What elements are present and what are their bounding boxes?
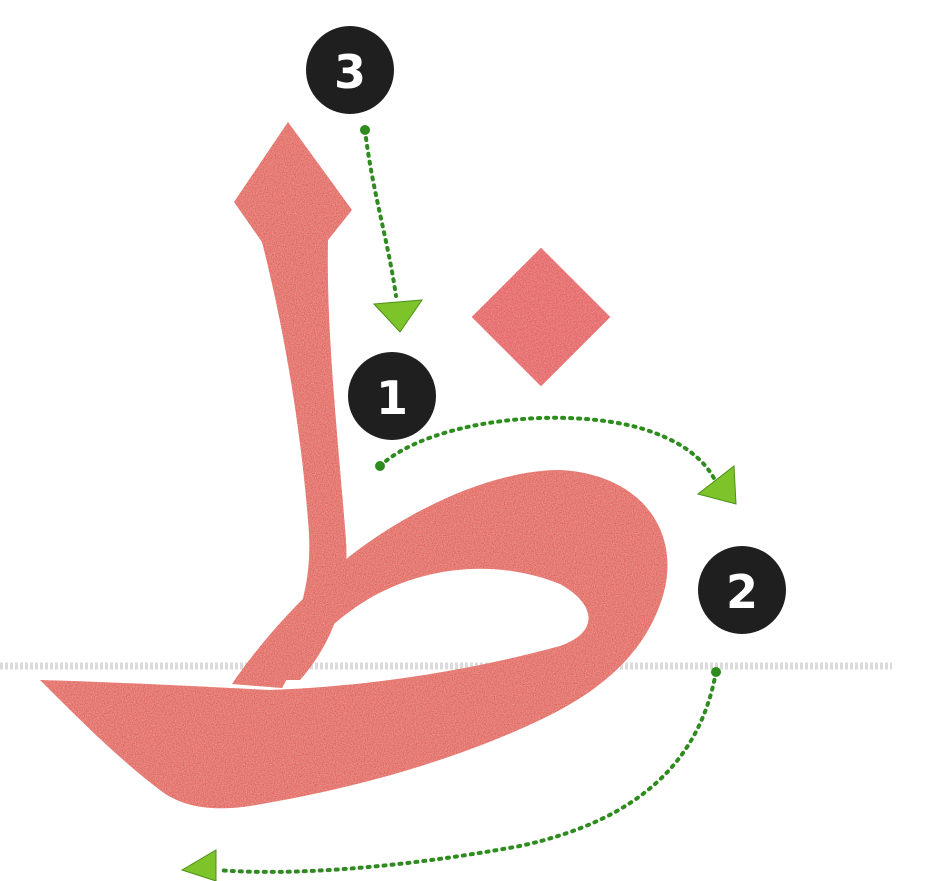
letter-dot <box>472 248 611 387</box>
step-badge-1-label: 1 <box>376 371 408 425</box>
step-badge-3-label: 3 <box>334 45 366 99</box>
step-badge-1: 1 <box>348 352 436 440</box>
arrow-2-start <box>711 667 721 677</box>
arrow-1-head <box>698 466 736 504</box>
letter-stem <box>234 122 352 680</box>
step-badge-2: 2 <box>698 546 786 634</box>
arrow-3-path <box>365 130 396 296</box>
step-badge-3: 3 <box>306 26 394 114</box>
arrow-1-start <box>375 461 385 471</box>
step-badge-2-label: 2 <box>726 565 758 619</box>
arrow-3-head <box>374 300 422 332</box>
arrow-2-head <box>182 850 216 881</box>
arrow-3-start <box>360 125 370 135</box>
letter-bowl <box>40 470 667 808</box>
